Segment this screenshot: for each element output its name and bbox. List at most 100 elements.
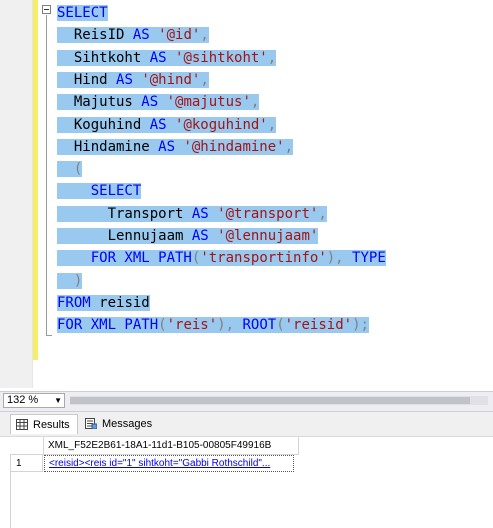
code-line[interactable]: SELECT bbox=[57, 180, 142, 202]
code-token: ); bbox=[352, 317, 369, 334]
results-grid: XML_F52E2B61-18A1-11d1-B105-00805F49916B… bbox=[0, 437, 493, 528]
code-token: AS bbox=[116, 71, 142, 88]
code-token: SELECT bbox=[90, 183, 142, 200]
code-line[interactable]: Hindamine AS '@hindamine', bbox=[57, 136, 294, 158]
code-token bbox=[57, 183, 91, 199]
code-line[interactable]: Lennujaam AS '@lennujaam' bbox=[57, 225, 319, 247]
code-token: ( bbox=[191, 250, 201, 267]
editor-status-bar: 132 % ▼ bbox=[0, 391, 493, 412]
code-token: FOR XML PATH bbox=[90, 250, 192, 267]
code-line[interactable]: Hind AS '@hind', bbox=[57, 69, 209, 91]
zoom-select[interactable]: 132 % ▼ bbox=[3, 393, 65, 408]
selected-text: Hind AS '@hind', bbox=[57, 71, 209, 88]
selected-text: Koguhind AS '@koguhind', bbox=[57, 116, 277, 133]
selected-text: FOR XML PATH('transportinfo'), TYPE bbox=[57, 250, 386, 267]
code-line[interactable]: SELECT bbox=[57, 2, 108, 24]
messages-icon bbox=[85, 418, 97, 429]
code-line[interactable]: Sihtkoht AS '@sihtkoht', bbox=[57, 47, 277, 69]
code-token: , bbox=[267, 49, 277, 66]
code-line[interactable]: ) bbox=[57, 270, 83, 292]
code-token: , bbox=[250, 94, 260, 111]
selected-text: Lennujaam AS '@lennujaam' bbox=[57, 228, 319, 244]
change-tracking-bar bbox=[33, 0, 38, 360]
xml-result-cell[interactable]: <reisid><reis id="1" sihtkoht="Gabbi Rot… bbox=[44, 455, 294, 472]
code-token: ROOT bbox=[242, 317, 277, 334]
code-token: AS bbox=[149, 116, 176, 133]
code-token: ( bbox=[158, 317, 167, 334]
code-token: '@hindamine' bbox=[183, 138, 285, 155]
code-token: Sihtkoht bbox=[57, 49, 150, 66]
code-token: reisid bbox=[99, 294, 150, 311]
scrollbar-thumb[interactable] bbox=[70, 397, 470, 404]
code-token: '@lennujaam' bbox=[217, 228, 319, 244]
editor-gutter bbox=[0, 0, 33, 388]
code-token: '@transport' bbox=[217, 205, 319, 222]
zoom-value: 132 % bbox=[7, 394, 39, 406]
code-token: '@hind' bbox=[141, 71, 201, 88]
xml-result-link[interactable]: <reisid><reis id="1" sihtkoht="Gabbi Rot… bbox=[49, 458, 271, 469]
code-token: , bbox=[318, 205, 327, 222]
selected-text: Transport AS '@transport', bbox=[57, 205, 327, 222]
code-token: FOR XML PATH bbox=[57, 317, 159, 334]
code-token: , bbox=[284, 138, 294, 155]
code-token: 'transportinfo' bbox=[200, 250, 327, 267]
code-token: AS bbox=[158, 138, 184, 155]
grid-left-margin bbox=[0, 437, 11, 528]
code-token: , bbox=[200, 71, 209, 88]
code-token: '@sihtkoht' bbox=[175, 49, 268, 66]
code-token: Hind bbox=[57, 71, 117, 88]
code-line[interactable]: Koguhind AS '@koguhind', bbox=[57, 114, 277, 136]
code-token: 'reis' bbox=[166, 317, 218, 334]
chevron-down-icon[interactable]: ▼ bbox=[54, 396, 62, 405]
code-token: ), bbox=[217, 317, 243, 334]
results-tabs: Results Messages bbox=[0, 412, 493, 437]
code-token: AS bbox=[191, 228, 218, 244]
outline-guide bbox=[46, 15, 47, 335]
code-token: AS bbox=[191, 205, 218, 222]
grid-corner[interactable] bbox=[10, 437, 44, 455]
code-token: , bbox=[267, 116, 277, 133]
code-token: Transport bbox=[57, 205, 192, 222]
selected-text: Hindamine AS '@hindamine', bbox=[57, 138, 294, 155]
code-token: ) bbox=[57, 272, 83, 289]
code-line[interactable]: ReisID AS '@id', bbox=[57, 24, 209, 46]
selected-text: ( bbox=[57, 161, 83, 178]
code-token: '@koguhind' bbox=[175, 116, 268, 133]
selected-text: Sihtkoht AS '@sihtkoht', bbox=[57, 49, 277, 66]
code-line[interactable]: Transport AS '@transport', bbox=[57, 203, 327, 225]
code-token: '@majutus' bbox=[166, 94, 251, 111]
selected-text: SELECT bbox=[57, 5, 108, 21]
code-line[interactable]: ( bbox=[57, 158, 83, 180]
code-token: AS bbox=[141, 94, 167, 111]
code-token: Koguhind bbox=[57, 116, 150, 133]
horizontal-scrollbar[interactable] bbox=[70, 396, 488, 405]
tab-messages-label: Messages bbox=[102, 418, 153, 430]
code-token: AS bbox=[149, 49, 176, 66]
code-line[interactable]: FOR XML PATH('transportinfo'), TYPE bbox=[57, 247, 386, 269]
tab-results[interactable]: Results bbox=[10, 414, 78, 434]
tab-results-label: Results bbox=[33, 419, 70, 431]
code-token: Majutus bbox=[57, 94, 142, 111]
selected-text: FROM reisid bbox=[57, 294, 150, 311]
code-token: ), bbox=[326, 250, 353, 267]
query-editor[interactable]: SELECT ReisID AS '@id', Sihtkoht AS '@si… bbox=[0, 0, 493, 388]
code-token: FROM bbox=[57, 294, 100, 311]
selected-text: SELECT bbox=[57, 183, 142, 200]
code-token: Lennujaam bbox=[57, 228, 192, 244]
code-token: AS bbox=[132, 27, 159, 44]
code-line[interactable]: FOR XML PATH('reis'), ROOT('reisid'); bbox=[57, 314, 369, 336]
code-line[interactable]: FROM reisid bbox=[57, 292, 150, 314]
selected-text: ReisID AS '@id', bbox=[57, 27, 209, 44]
selected-text: Majutus AS '@majutus', bbox=[57, 94, 260, 111]
code-token: , bbox=[200, 27, 209, 44]
code-token: ReisID bbox=[57, 27, 133, 44]
tab-messages[interactable]: Messages bbox=[80, 414, 160, 434]
code-token: ( bbox=[57, 161, 83, 178]
row-number[interactable]: 1 bbox=[10, 455, 43, 472]
code-line[interactable]: Majutus AS '@majutus', bbox=[57, 91, 260, 113]
code-token: Hindamine bbox=[57, 138, 159, 155]
collapse-outline-icon[interactable] bbox=[42, 5, 51, 14]
column-header[interactable]: XML_F52E2B61-18A1-11d1-B105-00805F49916B bbox=[44, 437, 299, 455]
code-token: 'reisid' bbox=[284, 317, 353, 334]
selected-text: FOR XML PATH('reis'), ROOT('reisid'); bbox=[57, 317, 369, 334]
